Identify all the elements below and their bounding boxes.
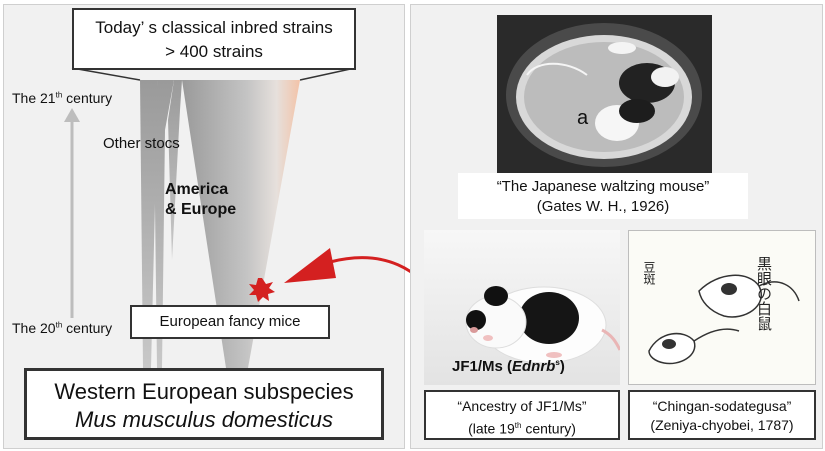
waltzing-caption-line2: (Gates W. H., 1926) [536,198,670,215]
subspecies-line2: Mus musculus domesticus [75,407,333,432]
jf1-mouse-illustration [465,286,620,364]
photo-label-a: a [577,107,589,129]
svg-text:黒眼の白鼠: 黒眼の白鼠 [755,256,773,331]
chingan-line1: “Chingan-sodategusa” [652,398,792,414]
chingan-line2: (Zeniya-chyobei, 1787) [650,417,794,433]
subspecies-box: Western European subspecies Mus musculus… [24,368,384,440]
top-box: Today’ s classical inbred strains > 400 … [72,8,356,70]
connector-line-left [71,67,141,81]
other-stocs-spike-2 [154,80,174,368]
jf1-label: JF1/Ms (Ednrbs) [452,358,565,375]
top-box-line1: Today’ s classical inbred strains [95,18,333,37]
subspecies-line1: Western European subspecies [54,379,354,404]
svg-text:豆斑: 豆斑 [642,261,656,286]
other-stocs-label: Other stocs [103,135,180,152]
fancy-mice-box: European fancy mice [130,305,330,339]
century-21-label: The 21th century [12,90,113,106]
ancestry-box: “Ancestry of JF1/Ms” (late 19th century) [424,390,620,440]
top-box-line2: > 400 strains [165,42,263,61]
century-20-label: The 20th century [12,320,113,336]
chingan-drawing: 黒眼の白鼠 豆斑 [642,256,800,365]
america-europe-label: America & Europe [165,181,237,218]
chingan-illustration: 黒眼の白鼠 豆斑 [628,230,816,385]
connector-line-right [299,67,356,81]
waltzing-caption-line1: “The Japanese waltzing mouse” [496,178,710,195]
other-stocs-spike-3 [168,80,182,260]
ancestry-line2: (late 19th century) [468,420,576,437]
other-stocs-spike-1 [140,80,158,368]
ancestry-line1: “Ancestry of JF1/Ms” [457,398,587,414]
america-europe-cone [182,80,300,368]
waltzing-mouse-photo: a [497,15,712,173]
red-curved-arrow-icon [284,248,336,283]
up-arrow-icon [64,108,80,122]
jf1-mouse-photo: JF1/Ms (Ednrbs) [424,230,620,385]
red-burst-icon [249,278,275,302]
chingan-box: “Chingan-sodategusa” (Zeniya-chyobei, 17… [628,390,816,440]
waltzing-caption-box: “The Japanese waltzing mouse” (Gates W. … [458,173,748,219]
waltzing-mouse-illustration [506,23,702,167]
